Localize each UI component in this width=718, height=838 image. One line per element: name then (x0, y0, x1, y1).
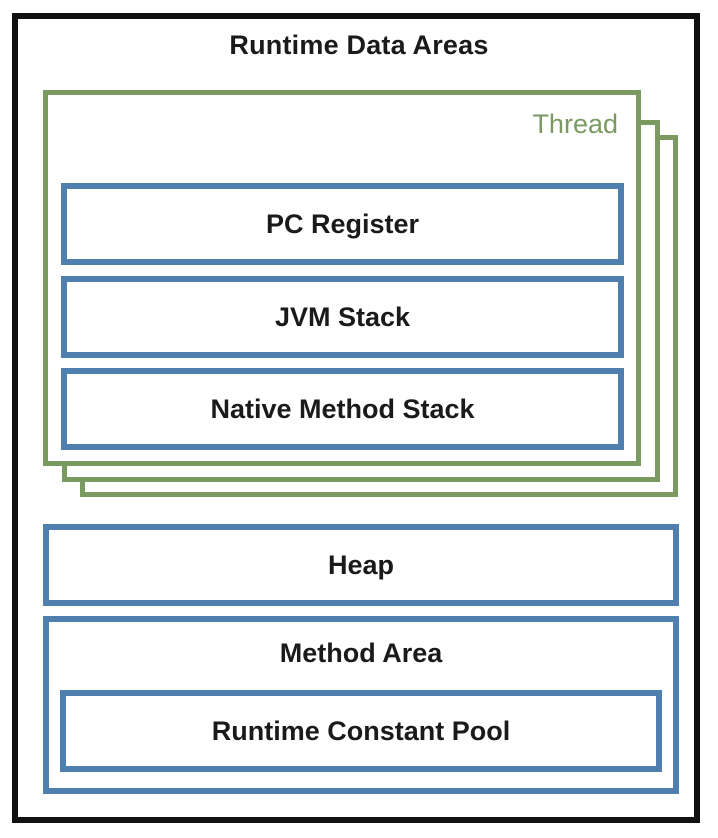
pc-register-box: PC Register (61, 183, 624, 265)
heap-box: Heap (43, 524, 679, 606)
jvm-stack-box: JVM Stack (61, 276, 624, 358)
runtime-constant-pool-box: Runtime Constant Pool (60, 690, 662, 772)
thread-label: Thread (532, 109, 618, 139)
method-area-label: Method Area (279, 638, 443, 668)
native-method-stack-box: Native Method Stack (61, 368, 624, 450)
diagram-title: Runtime Data Areas (229, 30, 489, 60)
